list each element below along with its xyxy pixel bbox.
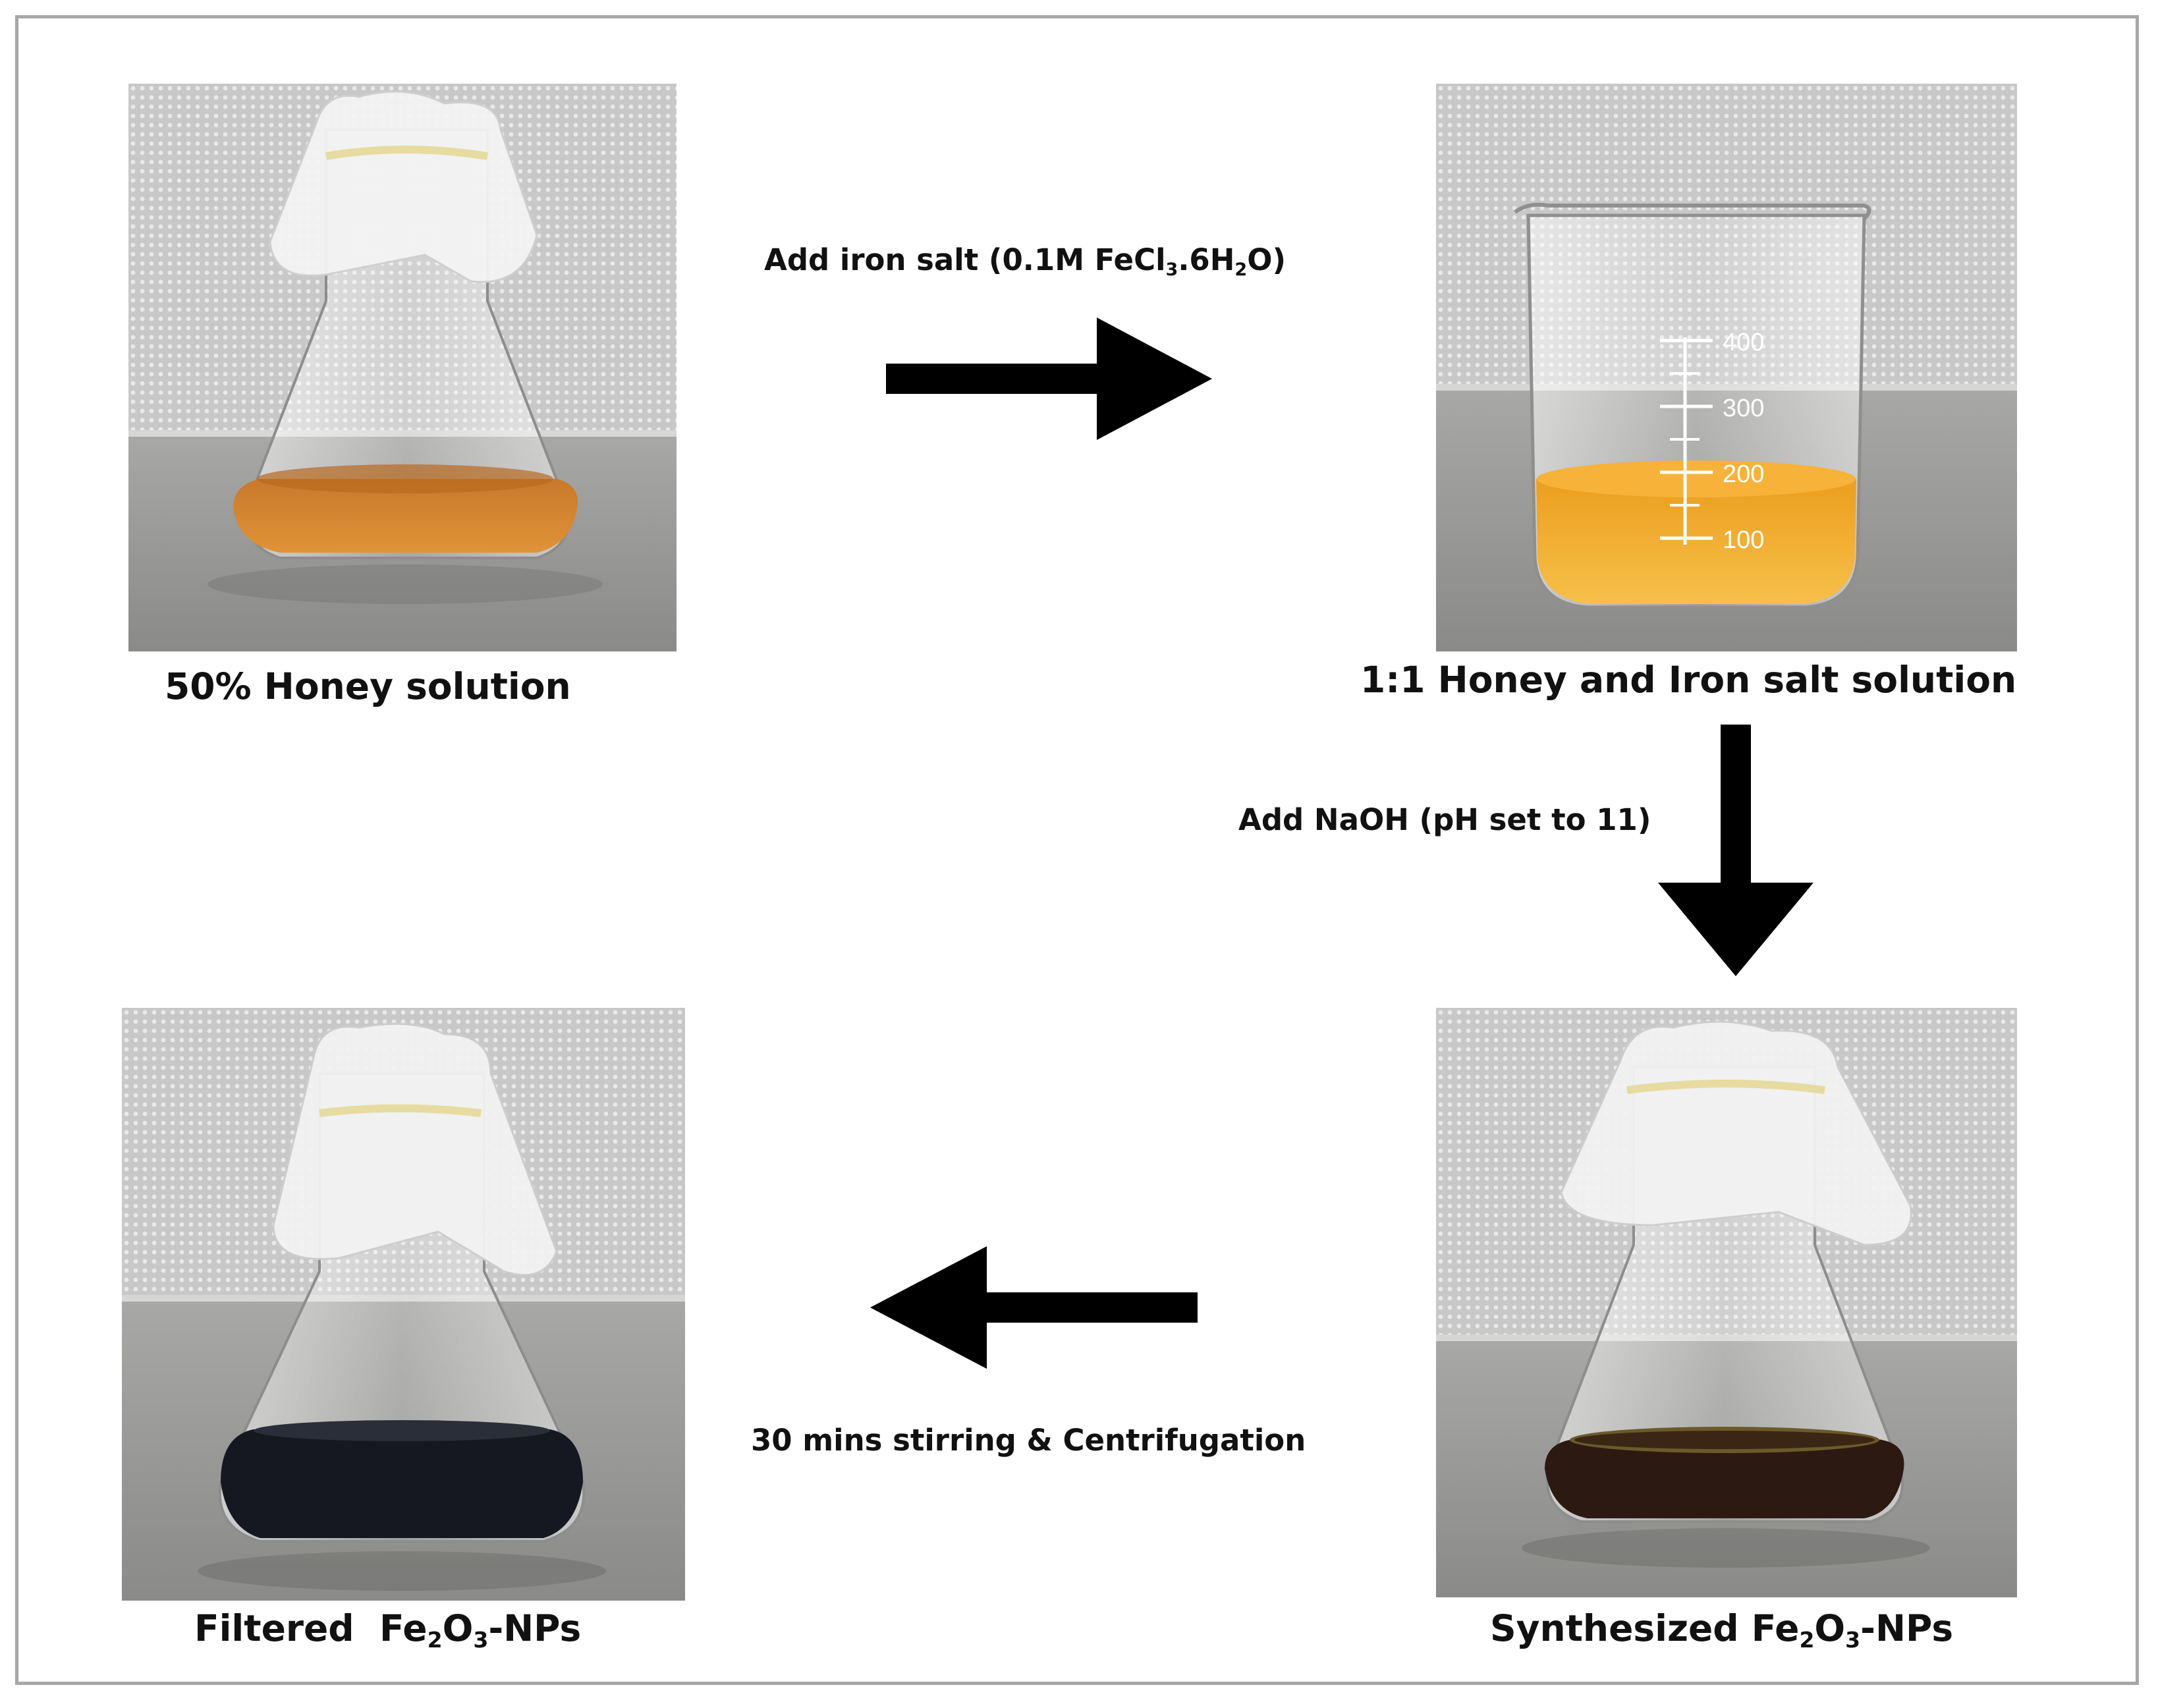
arrow-down-icon — [1658, 725, 1813, 976]
add-iron-salt-sub2: 2 — [1234, 260, 1248, 281]
mixture-caption: 1:1 Honey and Iron salt solution — [1360, 659, 2017, 701]
filtered-caption: Filtered Fe2O3-NPs — [194, 1607, 582, 1651]
filtered-caption-sub1: 2 — [427, 1626, 443, 1653]
synthesized-caption-mid: O — [1814, 1607, 1846, 1649]
arrow-left-icon — [870, 1246, 1198, 1369]
filtered-caption-post: -NPs — [488, 1607, 582, 1649]
synthesized-caption: Synthesized Fe2O3-NPs — [1490, 1607, 1954, 1651]
stirring-centrifugation-label: 30 mins stirring & Centrifugation — [751, 1423, 1306, 1458]
beaker-mark-200: 200 — [1723, 460, 1764, 488]
add-iron-salt-sub1: 3 — [1165, 260, 1178, 281]
filtered-photo — [122, 1008, 685, 1601]
synthesized-caption-post: -NPs — [1860, 1607, 1954, 1649]
synthesized-caption-sub2: 3 — [1845, 1626, 1861, 1653]
beaker-mark-300: 300 — [1723, 395, 1764, 422]
filtered-caption-sub2: 3 — [473, 1626, 489, 1653]
honey-solution-photo — [128, 84, 677, 651]
synthesized-caption-pre: Synthesized Fe — [1490, 1607, 1800, 1649]
add-iron-salt-label: Add iron salt (0.1M FeCl3.6H2O) — [764, 242, 1286, 281]
beaker-mark-100: 100 — [1723, 526, 1764, 554]
synthesized-caption-sub1: 2 — [1799, 1626, 1815, 1653]
mixture-photo: 400 300 200 100 — [1436, 84, 2017, 651]
filtered-caption-pre: Filtered Fe — [194, 1607, 428, 1649]
figure-frame — [15, 15, 2139, 1685]
filtered-caption-mid: O — [442, 1607, 474, 1649]
synthesized-photo — [1436, 1008, 2017, 1597]
beaker-mark-400: 400 — [1723, 329, 1764, 356]
arrow-right-icon — [886, 317, 1212, 440]
honey-solution-caption: 50% Honey solution — [165, 665, 571, 707]
add-iron-salt-pre: Add iron salt (0.1M FeCl — [764, 242, 1166, 277]
add-iron-salt-mid: .6H — [1178, 242, 1235, 277]
add-naoh-label: Add NaOH (pH set to 11) — [1238, 802, 1651, 837]
add-iron-salt-post: O) — [1247, 242, 1286, 277]
